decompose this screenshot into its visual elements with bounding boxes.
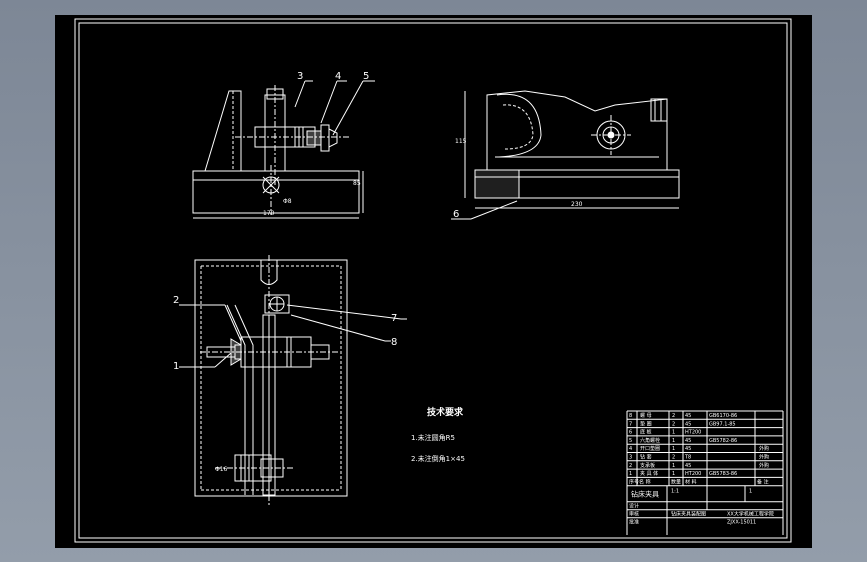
- table-header-cell: 名 称: [639, 478, 651, 485]
- tech-note-1: 1.未注圆角R5: [411, 433, 455, 442]
- front-view: [192, 80, 375, 219]
- part-name: 钻 套: [640, 454, 652, 461]
- part-material: HT200: [685, 430, 701, 436]
- part-no: 2: [629, 463, 632, 469]
- part-name: 底 板: [640, 429, 652, 436]
- front-base: [192, 170, 360, 214]
- drawing-caption: 钻床夹具装配图: [671, 511, 706, 518]
- part-name: 开口垫圈: [640, 445, 660, 452]
- part-material: T8: [684, 455, 691, 461]
- balloon-4: 4: [335, 71, 341, 82]
- part-no: 3: [629, 455, 632, 461]
- part-no: 7: [629, 421, 632, 427]
- balloon-7: 7: [391, 313, 397, 324]
- part-no: 4: [629, 446, 632, 452]
- part-material: 45: [685, 463, 691, 469]
- part-no: 5: [629, 438, 632, 444]
- drawing-title: 钻床夹具: [631, 490, 659, 499]
- part-qty: 1: [672, 438, 675, 444]
- dim-front-height: 85: [353, 180, 361, 187]
- drawing-number: ZJXX-15011: [727, 520, 756, 526]
- part-name: 夹 具 体: [640, 470, 658, 477]
- balloon-3: 3: [297, 71, 303, 82]
- part-name: 支承板: [640, 462, 655, 469]
- table-header-cell: 序号: [629, 478, 639, 485]
- part-no: 8: [629, 413, 632, 419]
- school-name: XX大学机械工程学院: [727, 511, 774, 518]
- part-name: 垫 圈: [640, 420, 652, 427]
- part-qty: 1: [672, 430, 675, 436]
- table-header-cell: 材 料: [685, 478, 697, 485]
- part-note: 外购: [759, 454, 769, 461]
- part-name: 六角螺栓: [640, 437, 660, 444]
- balloon-6: 6: [453, 209, 459, 220]
- tech-note-2: 2.未注倒角1×45: [411, 454, 465, 463]
- text-layer: 3 4 5 6 2 1 7 8 170 85 Φ8 115 230 Φ16 技术…: [173, 71, 583, 473]
- dim-front-width: 170: [263, 210, 275, 217]
- inner-frame: [78, 22, 788, 539]
- plan-view: [179, 255, 407, 505]
- part-material: HT200: [685, 471, 701, 477]
- part-qty: 1: [672, 446, 675, 452]
- balloon-2: 2: [173, 295, 179, 306]
- part-material: 45: [685, 438, 691, 444]
- part-note: 外购: [759, 462, 769, 469]
- balloon-5: 5: [363, 71, 369, 82]
- dim-side-height: 115: [455, 138, 467, 145]
- plan-base: [194, 259, 348, 497]
- part-qty: 2: [672, 455, 675, 461]
- checker-label: 审核: [629, 511, 639, 518]
- table-header-cell: 数量: [671, 478, 681, 485]
- part-name: 螺 母: [640, 412, 652, 419]
- scale-value: 1:1: [671, 489, 679, 495]
- part-standard: GB5782-86: [709, 438, 737, 444]
- part-qty: 1: [672, 463, 675, 469]
- part-qty: 2: [672, 413, 675, 419]
- part-material: 45: [685, 446, 691, 452]
- dim-front-bottom: Φ8: [283, 198, 292, 205]
- part-standard: GB6170-86: [709, 413, 737, 419]
- part-note: 外购: [759, 445, 769, 452]
- table-header-cell: 备 注: [757, 478, 769, 485]
- part-qty: 1: [672, 471, 675, 477]
- part-no: 1: [629, 471, 632, 477]
- balloon-1: 1: [173, 361, 179, 372]
- part-qty: 2: [672, 421, 675, 427]
- part-material: 45: [685, 421, 691, 427]
- part-standard: GB97.1-85: [709, 421, 736, 427]
- outer-frame: [74, 18, 792, 543]
- designer-label: 设计: [629, 503, 639, 510]
- dim-plan-side: Φ16: [215, 466, 228, 473]
- tech-notes-title: 技术要求: [427, 406, 464, 418]
- part-no: 6: [629, 430, 632, 436]
- sheet-value: 1: [749, 489, 752, 495]
- part-material: 45: [685, 413, 691, 419]
- balloon-8: 8: [391, 337, 397, 348]
- dim-side-width: 230: [571, 201, 583, 208]
- side-view: [451, 90, 680, 220]
- part-standard: GB5783-86: [709, 471, 737, 477]
- approver-label: 批准: [629, 519, 639, 526]
